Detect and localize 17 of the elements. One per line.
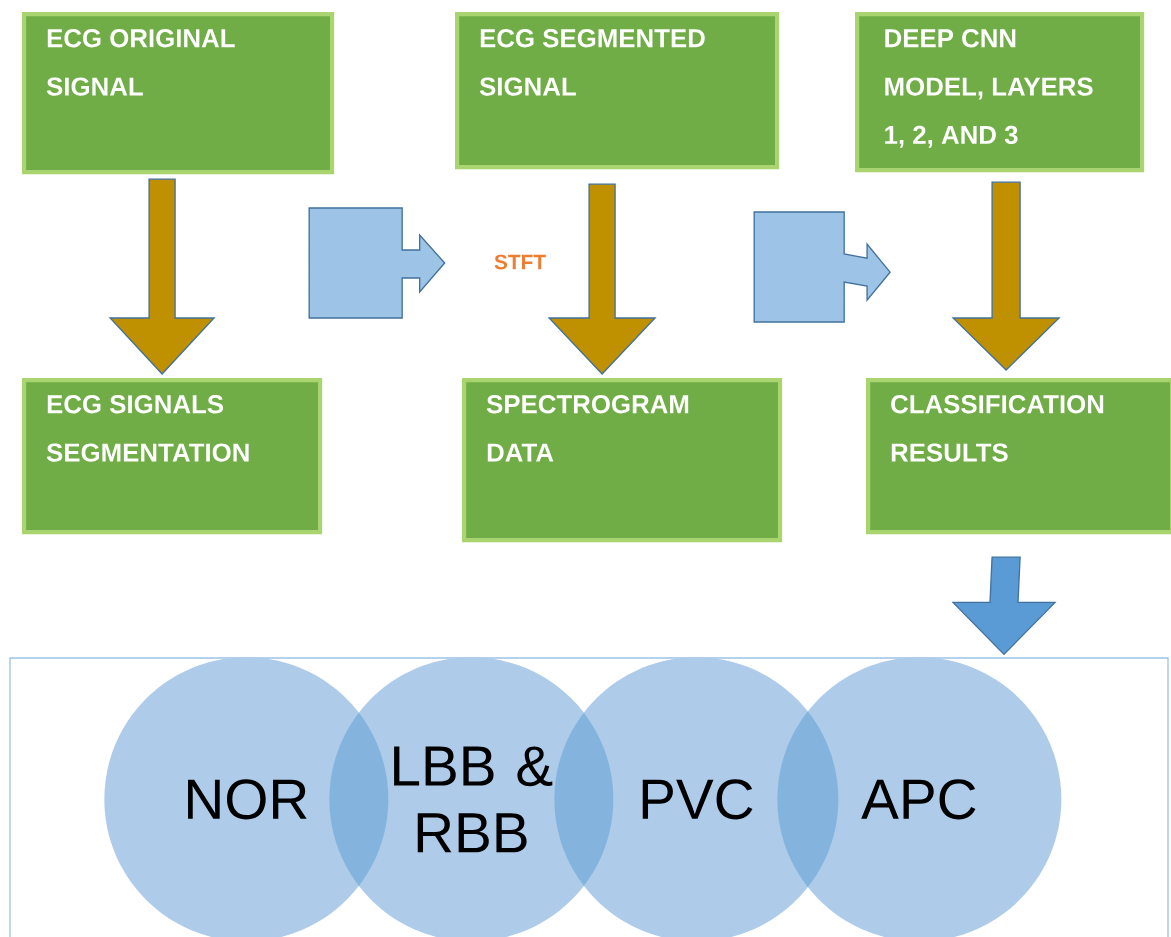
process-label: STFT [494, 254, 546, 270]
block-arrow [108, 178, 216, 375]
node-label: LBB & RBB [394, 746, 553, 853]
process-box: ECG SIGNALS SEGMENTATION [22, 378, 323, 535]
process-box: SPECTROGRAM DATA [462, 378, 783, 543]
block-arrow [951, 181, 1061, 371]
block-arrow [308, 207, 446, 319]
block-arrow [753, 211, 891, 323]
block-arrow [951, 556, 1057, 656]
node-label: PVC [642, 779, 753, 820]
process-box: DEEP CNN MODEL, LAYERS 1, 2, AND 3 [855, 12, 1145, 173]
block-arrow [547, 183, 657, 375]
process-box: CLASSIFICATION RESULTS [866, 378, 1171, 535]
group-frame [9, 657, 1169, 937]
process-box: ECG ORIGINAL SIGNAL [22, 12, 335, 175]
process-box: ECG SEGMENTED SIGNAL [455, 12, 780, 170]
node-label: APC [861, 779, 976, 820]
